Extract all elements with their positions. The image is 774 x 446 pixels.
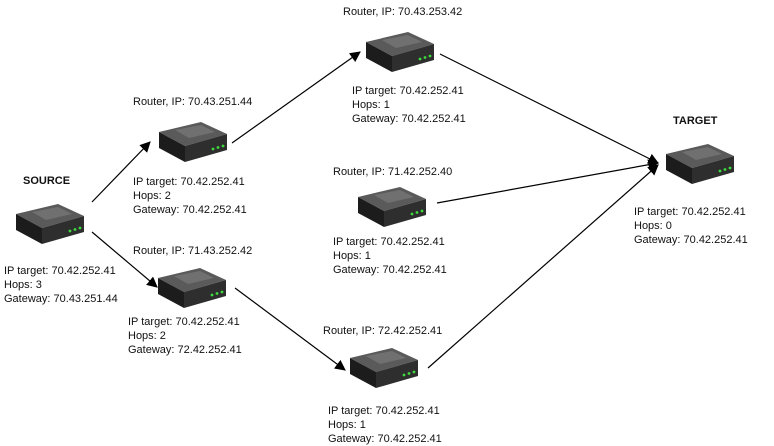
router-1-icon[interactable] bbox=[153, 118, 233, 166]
target-hops: Hops: 0 bbox=[634, 220, 672, 232]
edge-source-r1 bbox=[91, 141, 151, 203]
edge-r1-r3 bbox=[231, 51, 361, 144]
router-3-ip-target: IP target: 70.42.252.41 bbox=[352, 85, 464, 97]
target-ip-target: IP target: 70.42.252.41 bbox=[634, 206, 746, 218]
router-2-gateway: Gateway: 72.42.252.41 bbox=[128, 344, 242, 356]
router-4-ip-target: IP target: 70.42.252.41 bbox=[333, 236, 445, 248]
router-5-ip-target: IP target: 70.42.252.41 bbox=[328, 405, 440, 417]
router-2-icon[interactable] bbox=[152, 264, 232, 312]
router-4-gateway: Gateway: 70.42.252.41 bbox=[333, 264, 447, 276]
router-5-icon[interactable] bbox=[344, 344, 424, 392]
router-1-gateway: Gateway: 70.42.252.41 bbox=[133, 204, 247, 216]
router-4-name: Router, IP: 71.42.252.40 bbox=[333, 166, 453, 178]
router-2-hops: Hops: 2 bbox=[128, 330, 166, 342]
edge-r3-target bbox=[439, 53, 659, 164]
edge-r4-target bbox=[436, 159, 660, 204]
router-5-name: Router, IP: 72.42.252.41 bbox=[323, 325, 443, 337]
target-title: TARGET bbox=[673, 115, 718, 127]
source-ip-target: IP target: 70.42.252.41 bbox=[4, 265, 116, 277]
edge-source-r2 bbox=[91, 231, 158, 288]
router-2-name: Router, IP: 71.43.252.42 bbox=[133, 245, 253, 257]
router-4-icon[interactable] bbox=[352, 183, 432, 231]
router-5-gateway: Gateway: 70.42.252.41 bbox=[328, 433, 442, 445]
router-1-hops: Hops: 2 bbox=[133, 190, 171, 202]
router-4-hops: Hops: 1 bbox=[333, 250, 371, 262]
target-router-icon[interactable] bbox=[660, 140, 740, 188]
router-3-name: Router, IP: 70.43.253.42 bbox=[343, 6, 463, 18]
router-2-ip-target: IP target: 70.42.252.41 bbox=[128, 316, 240, 328]
router-3-icon[interactable] bbox=[360, 28, 440, 76]
router-1-name: Router, IP: 70.43.251.44 bbox=[133, 96, 253, 108]
router-1-ip-target: IP target: 70.42.252.41 bbox=[133, 176, 245, 188]
source-gateway: Gateway: 70.43.251.44 bbox=[4, 293, 118, 305]
router-3-gateway: Gateway: 70.42.252.41 bbox=[352, 113, 466, 125]
edge-r5-target bbox=[427, 164, 659, 369]
target-gateway: Gateway: 70.42.252.41 bbox=[634, 234, 748, 246]
router-3-hops: Hops: 1 bbox=[352, 99, 390, 111]
source-router-icon[interactable] bbox=[10, 200, 90, 248]
source-title: SOURCE bbox=[23, 175, 71, 187]
router-5-hops: Hops: 1 bbox=[328, 419, 366, 431]
edge-r2-r5 bbox=[234, 287, 346, 371]
source-hops: Hops: 3 bbox=[4, 279, 42, 291]
